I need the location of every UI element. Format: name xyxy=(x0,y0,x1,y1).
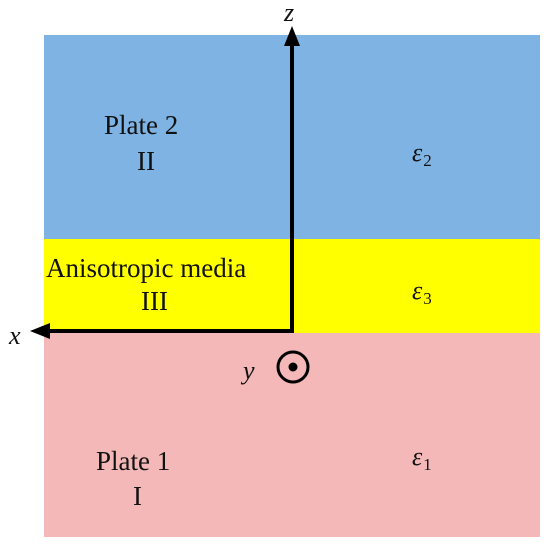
epsilon-3-symbol: ε xyxy=(412,276,423,305)
plate-1-name: Plate 1 xyxy=(96,446,171,476)
plate-2-name: Plate 2 xyxy=(104,110,179,140)
y-axis-out-of-page-circle xyxy=(276,350,310,384)
y-axis-label: y xyxy=(243,356,255,385)
plate-1-roman: I xyxy=(133,481,142,511)
epsilon-1-label: ε1 xyxy=(412,442,432,474)
z-axis-arrowhead xyxy=(284,26,300,46)
axes-group xyxy=(30,26,310,384)
epsilon-3-label: ε3 xyxy=(412,276,432,308)
z-axis-label: z xyxy=(284,0,295,27)
x-axis-label: x xyxy=(9,321,21,350)
plate-2-roman: II xyxy=(137,146,155,176)
y-axis-out-of-page-dot xyxy=(288,362,298,372)
epsilon-3-index: 3 xyxy=(423,289,432,308)
epsilon-2-index: 2 xyxy=(423,151,432,170)
anisotropic-media-name: Anisotropic media xyxy=(46,253,247,283)
epsilon-2-label: ε2 xyxy=(412,138,432,170)
epsilon-1-index: 1 xyxy=(423,455,432,474)
epsilon-2-symbol: ε xyxy=(412,138,423,167)
x-axis-arrowhead xyxy=(30,323,50,339)
epsilon-1-symbol: ε xyxy=(412,442,423,471)
anisotropic-media-roman: III xyxy=(141,286,168,316)
